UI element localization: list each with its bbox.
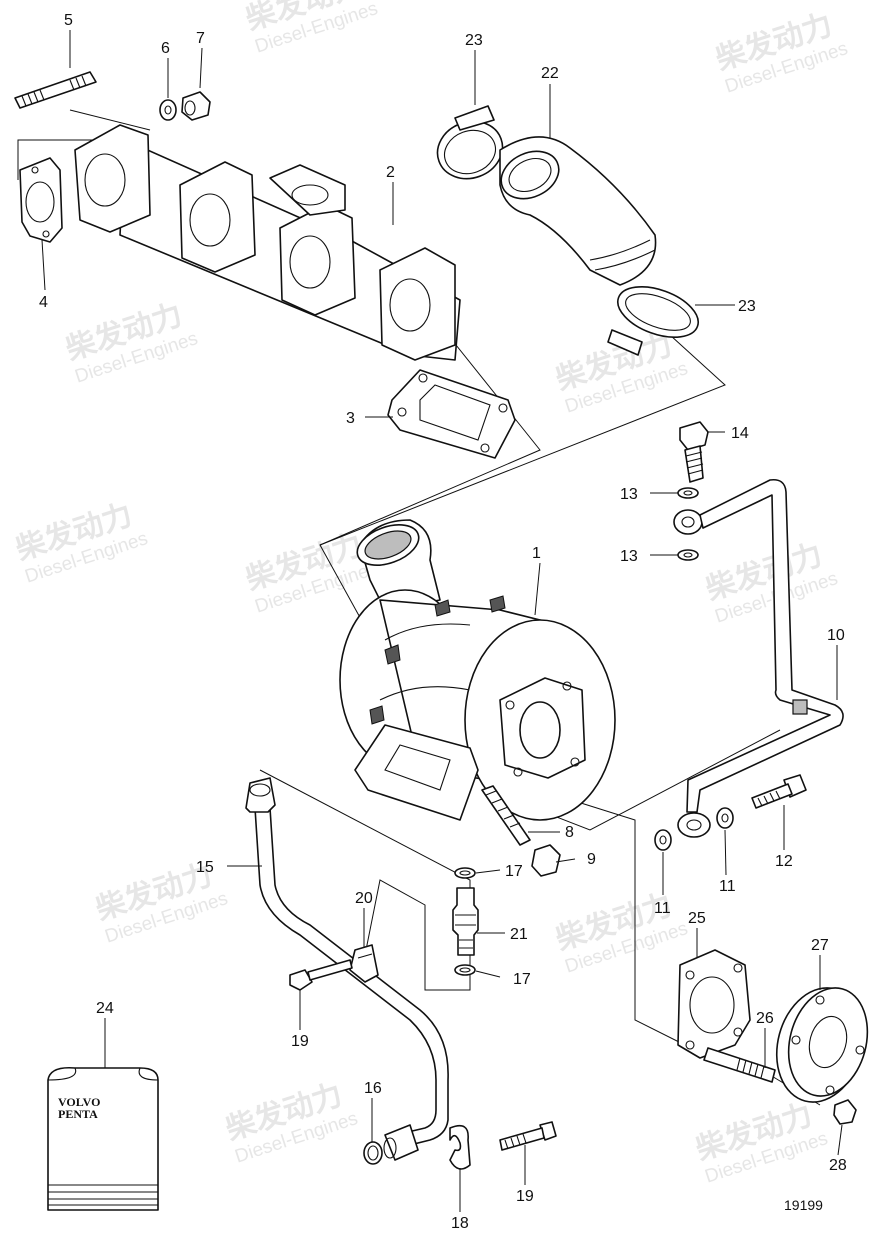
flange-nut bbox=[833, 1099, 857, 1125]
watermark: 柴发动力 Diesel-Engines bbox=[222, 1077, 361, 1167]
callout-13-upper: 13 bbox=[620, 486, 638, 503]
watermark: 柴发动力 Diesel-Engines bbox=[62, 297, 201, 387]
callout-6: 6 bbox=[161, 40, 170, 57]
turbo-gasket bbox=[387, 369, 516, 459]
oil-return-pipe bbox=[673, 478, 844, 838]
instruction-book: VOLVO PENTA bbox=[47, 1066, 159, 1211]
callout-24: 24 bbox=[96, 1000, 114, 1017]
callout-21: 21 bbox=[510, 926, 528, 943]
washer bbox=[159, 99, 177, 121]
callout-labels: 1 2 3 4 5 6 7 8 9 10 11 11 12 13 13 14 1… bbox=[39, 12, 847, 1232]
turbocharger bbox=[339, 519, 616, 821]
pipe-bracket bbox=[449, 1124, 471, 1170]
callout-7: 7 bbox=[196, 30, 205, 47]
oil-feed-pipe bbox=[245, 777, 449, 1161]
sealing-washer-right bbox=[716, 807, 734, 829]
watermark: 柴发动力 Diesel-Engines bbox=[702, 537, 841, 627]
callout-28: 28 bbox=[829, 1157, 847, 1174]
callout-4: 4 bbox=[39, 294, 48, 311]
sealing-washer-upper bbox=[677, 487, 699, 499]
callout-17-lower: 17 bbox=[513, 971, 531, 988]
turbine-stud bbox=[481, 785, 531, 846]
exhaust-flange-ring bbox=[775, 987, 869, 1103]
callout-3: 3 bbox=[346, 410, 355, 427]
watermark: 柴发动力 Diesel-Engines bbox=[552, 887, 691, 977]
callout-2: 2 bbox=[386, 164, 395, 181]
callout-11-left: 11 bbox=[654, 900, 671, 917]
watermark: 柴发动力 Diesel-Engines bbox=[242, 0, 381, 58]
callout-26: 26 bbox=[756, 1010, 774, 1027]
callout-23-upper: 23 bbox=[465, 32, 483, 49]
callout-11-right: 11 bbox=[719, 878, 736, 895]
callout-15: 15 bbox=[196, 859, 214, 876]
o-ring-upper bbox=[454, 867, 476, 879]
clamp-bolt bbox=[289, 959, 353, 991]
callout-leaders bbox=[41, 30, 843, 1212]
bracket-bolt bbox=[499, 1121, 557, 1151]
callout-5: 5 bbox=[64, 12, 73, 29]
banjo-bolt-lower bbox=[751, 774, 807, 809]
book-brand-line1: VOLVO bbox=[58, 1095, 100, 1109]
callout-17-upper: 17 bbox=[505, 863, 523, 880]
nut bbox=[181, 91, 211, 121]
callout-10: 10 bbox=[827, 627, 845, 644]
drawing-reference-number: 19199 bbox=[784, 1197, 823, 1213]
hose-clamp-upper bbox=[436, 105, 504, 180]
callout-1: 1 bbox=[532, 545, 541, 562]
hose-clamp-lower bbox=[607, 286, 699, 356]
banjo-bolt bbox=[679, 421, 709, 483]
callout-16: 16 bbox=[364, 1080, 382, 1097]
callout-23-lower: 23 bbox=[738, 298, 756, 315]
callout-22: 22 bbox=[541, 65, 559, 82]
callout-25: 25 bbox=[688, 910, 706, 927]
oil-feed-adapter bbox=[452, 887, 479, 956]
watermark: 柴发动力 Diesel-Engines bbox=[712, 7, 851, 97]
callout-8: 8 bbox=[565, 824, 574, 841]
book-brand-line2: PENTA bbox=[58, 1107, 98, 1121]
intake-hose bbox=[499, 136, 657, 286]
callout-14: 14 bbox=[731, 425, 749, 442]
watermark: 柴发动力 Diesel-Engines bbox=[692, 1097, 831, 1187]
watermark: 柴发动力 Diesel-Engines bbox=[12, 497, 151, 587]
callout-19-right: 19 bbox=[516, 1188, 534, 1205]
gasket-small bbox=[19, 157, 63, 243]
callout-20: 20 bbox=[355, 890, 373, 907]
callout-13-lower: 13 bbox=[620, 548, 638, 565]
callout-18: 18 bbox=[451, 1215, 469, 1232]
o-ring-lower bbox=[454, 964, 476, 976]
watermark: 柴发动力 Diesel-Engines bbox=[242, 527, 381, 617]
exhaust-manifold bbox=[74, 124, 461, 361]
turbine-nut bbox=[531, 844, 561, 877]
sealing-washer-lower bbox=[677, 549, 699, 561]
callout-19-left: 19 bbox=[291, 1033, 309, 1050]
callout-12: 12 bbox=[775, 853, 793, 870]
long-stud bbox=[703, 1047, 776, 1083]
o-ring-pipe-end bbox=[363, 1141, 383, 1165]
callout-27: 27 bbox=[811, 937, 829, 954]
outlet-flange bbox=[677, 949, 751, 1059]
sealing-washer-left bbox=[654, 829, 672, 851]
callout-9: 9 bbox=[587, 851, 596, 868]
stud bbox=[14, 71, 97, 109]
